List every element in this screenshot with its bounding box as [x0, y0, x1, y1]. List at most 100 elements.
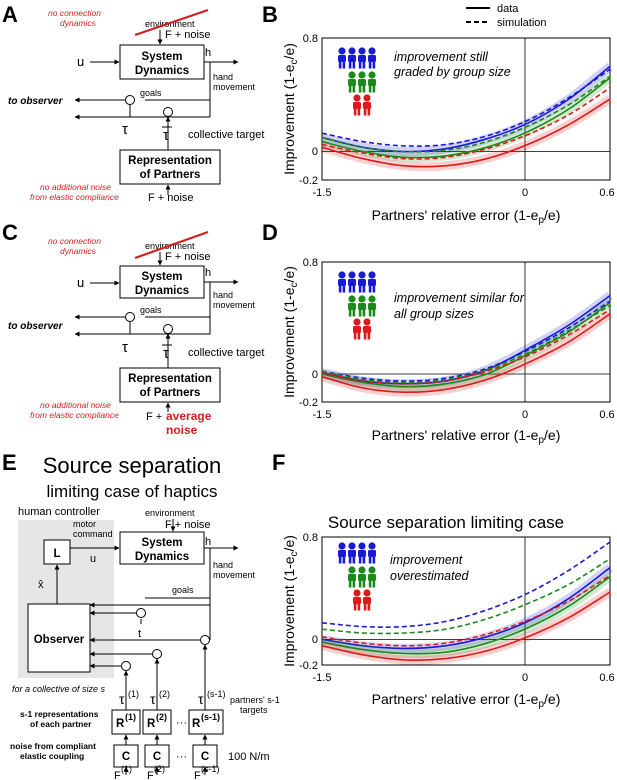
- plot-f-xlabel: Partners' relative error (1-ep/e): [372, 691, 561, 710]
- f-plus-c: F +: [146, 411, 162, 423]
- collective-size-label: for a collective of size s: [12, 684, 106, 694]
- plot-f-red-simulation-line: [321, 574, 611, 647]
- plot-b-xtick-neg15: -1.5: [313, 187, 332, 199]
- u-label-c: u: [77, 275, 84, 290]
- sum-node-e2: [200, 635, 210, 645]
- no-additional-noise-c1: no additional noise: [40, 400, 111, 410]
- plot-d-annotation-1: improvement similar for: [394, 291, 525, 305]
- plot-b-green-simulation-line: [321, 75, 611, 153]
- plot-f-xtick-neg15: -1.5: [313, 672, 332, 684]
- plot-b-red-simulation-line: [321, 87, 611, 160]
- tau-3-sup: (s-1): [207, 689, 226, 699]
- f-noise-label-a: F + noise: [165, 29, 211, 41]
- plot-d-series: [320, 291, 613, 397]
- system-dynamics-box-a: [119, 44, 205, 80]
- noise-compliant-1: noise from compliant: [10, 741, 96, 751]
- representation-a2: of Partners: [140, 169, 201, 181]
- l-box: [43, 539, 71, 565]
- tau-bar-label-c: τ: [163, 345, 169, 362]
- system-dynamics-e2: Dynamics: [135, 551, 189, 563]
- environment-label-e: environment: [145, 508, 195, 518]
- f1-sup: (1): [121, 764, 132, 774]
- c2-label: C: [153, 751, 161, 763]
- plot-f-annotation-1: improvement: [390, 553, 463, 567]
- tau-label-a: τ: [122, 121, 128, 138]
- r3-sup: (s-1): [201, 712, 220, 722]
- representation-c1: Representation: [128, 373, 212, 385]
- plot-b-ytick-08: 0.8: [303, 33, 318, 45]
- system-dynamics-a1: System: [142, 51, 183, 63]
- panel-label-a: A: [2, 2, 18, 27]
- source-separation-title: Source separation: [43, 453, 222, 478]
- motor-command-1: motor: [73, 519, 96, 529]
- legend: data simulation: [466, 3, 547, 29]
- plot-f-xtick-0: 0: [522, 672, 528, 684]
- stiffness-label: 100 N/m: [228, 751, 270, 763]
- plot-d-ytick-08: 0.8: [303, 257, 318, 269]
- s1-representations-2: of each partner: [30, 719, 92, 729]
- tau-2-sup: (2): [159, 689, 170, 699]
- system-dynamics-e1: System: [142, 537, 183, 549]
- source-separation-subtitle: limiting case of haptics: [46, 482, 217, 501]
- representation-a1: Representation: [128, 155, 212, 167]
- hand-movement-e2: movement: [213, 570, 256, 580]
- no-connection-dynamics-a1: no connection: [48, 8, 101, 18]
- plot-b-red-data-line: [321, 98, 611, 168]
- plot-f-title: Source separation limiting case: [328, 513, 564, 532]
- plot-d-red-simulation-line: [321, 308, 611, 385]
- plot-d-green-data-line: [321, 301, 611, 388]
- plot-b-ytick-neg02: -0.2: [299, 175, 318, 187]
- strike-line-c: [134, 230, 209, 260]
- plot-b-xtick-0: 0: [522, 187, 528, 199]
- hand-movement-e1: hand: [213, 560, 233, 570]
- x-hat-label: x̂: [38, 579, 44, 591]
- hand-movement-a1: hand: [213, 72, 233, 82]
- to-observer-a: to observer: [8, 96, 64, 107]
- h-label-e: h: [205, 536, 211, 548]
- plot-f-blue-data-line: [321, 567, 611, 650]
- plot-d-ylabel: Improvement (1-ec/e): [281, 266, 300, 398]
- no-connection-dynamics-c2: dynamics: [60, 246, 97, 256]
- f-noise-label-c: F + noise: [165, 251, 211, 263]
- r2-sup: (2): [156, 712, 167, 722]
- plot-d-green-simulation-line: [321, 304, 611, 384]
- l-label: L: [53, 548, 60, 560]
- r2-box: [142, 709, 172, 735]
- plot-d-xlabel: Partners' relative error (1-ep/e): [372, 427, 561, 446]
- plot-b-blue-simulation-line: [321, 68, 611, 147]
- tau-2: τ: [150, 691, 156, 707]
- plot-f-annotation-2: overestimated: [390, 569, 470, 583]
- tau-bar-label-a: τ: [163, 127, 169, 144]
- sum-node-e3: [152, 649, 162, 659]
- to-observer-c: to observer: [8, 321, 64, 332]
- sum-node-e1: [136, 608, 146, 618]
- plot-d-blue-simulation-line: [321, 300, 611, 382]
- tau-1: τ: [119, 691, 125, 707]
- panel-label-b: B: [262, 2, 278, 27]
- plot-d-red-data-line: [321, 313, 611, 394]
- f-noise-label-e: F + noise: [165, 519, 211, 531]
- observer-label: Observer: [34, 634, 85, 646]
- f3-label: F: [194, 770, 201, 780]
- collective-target-c: collective target: [188, 347, 264, 359]
- partners-targets-2: targets: [240, 705, 268, 715]
- f2-sup: (2): [154, 764, 165, 774]
- plot-d-xtick-0: 0: [522, 409, 528, 421]
- panel-label-f: F: [272, 450, 285, 475]
- plot-b-xtick-06: 0.6: [599, 187, 614, 199]
- plot-d-xtick-06: 0.6: [599, 409, 614, 421]
- sum-node-a2: [163, 107, 173, 117]
- h-label-c: h: [205, 267, 211, 279]
- plot-d-annotation-2: all group sizes: [394, 307, 474, 321]
- goals-label-c: goals: [140, 305, 162, 315]
- representation-box-c: [119, 367, 221, 403]
- no-connection-dynamics-a2: dynamics: [60, 18, 97, 28]
- average-noise-c1: average: [166, 409, 212, 423]
- plot-b-ylabel: Improvement (1-ec/e): [281, 43, 300, 175]
- plot-b-annotation-2: graded by group size: [394, 65, 511, 79]
- h-label-a: h: [205, 47, 211, 59]
- no-additional-noise-a2: from elastic compliance: [30, 192, 119, 202]
- plot-f-ytick-08: 0.8: [303, 532, 318, 544]
- diagram-c: no connection dynamics environment F + n…: [8, 230, 264, 437]
